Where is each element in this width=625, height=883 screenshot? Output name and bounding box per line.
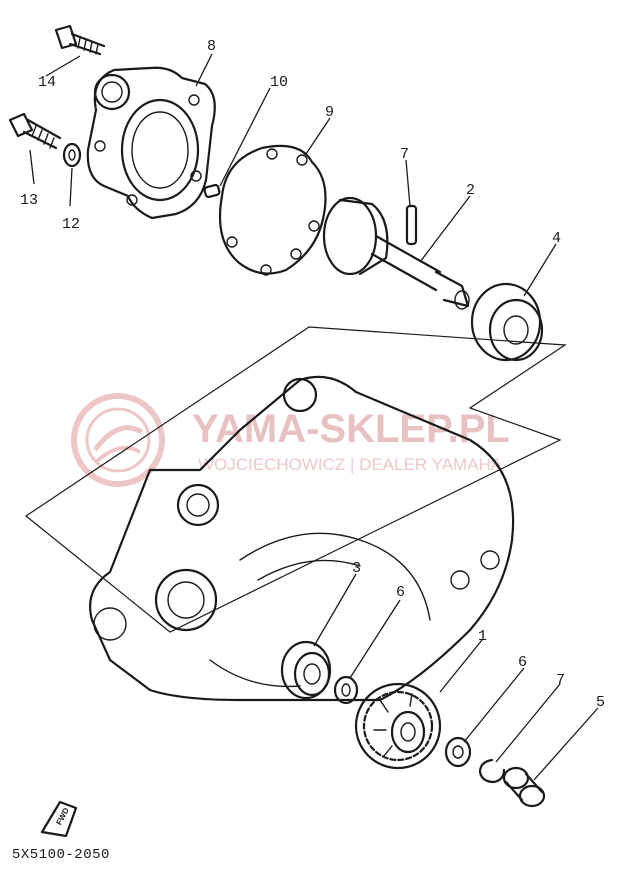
part-7-circlip [478,758,506,784]
part-5-collar [502,766,546,808]
callout-3: 3 [352,560,361,577]
part-6-washer-a [333,675,359,705]
callout-1: 1 [478,628,487,645]
part-12-washer [62,142,82,168]
callout-14: 14 [38,74,56,91]
part-code: 5X5100-2050 [12,847,110,863]
callout-13: 13 [20,192,38,209]
part-4-bearing [470,282,544,362]
part-8-pin [405,204,418,246]
callout-2: 2 [466,182,475,199]
part-13-bolt [8,112,62,150]
watermark-logo-icon [71,393,165,487]
part-6-washer-b [444,736,472,768]
crankcase [89,375,515,702]
watermark-subtitle: WOJCIECHOWICZ | DEALER YAMAHA [198,455,503,474]
part-10-gasket [218,144,327,276]
callout-8: 7 [400,146,409,163]
callout-5: 5 [596,694,605,711]
leader-lines [29,53,599,781]
watermark-title: YAMA-SKLEP.PL [192,407,510,451]
callout-4: 4 [552,230,561,247]
part-14-bolt [54,24,106,56]
part-2-impeller-shaft [322,196,470,310]
part-9-pump-housing [86,66,216,220]
callout-6a: 6 [396,584,405,601]
callout-labels: 8 10 9 7 2 4 14 13 12 3 6 1 6 7 5 [20,38,605,711]
part-1-drive-gear [354,682,442,770]
callout-6b: 6 [518,654,527,671]
part-3-bearing [280,640,332,700]
callout-7: 7 [556,672,565,689]
watermark: YAMA-SKLEP.PL WOJCIECHOWICZ | DEALER YAM… [71,393,510,487]
callout-9: 8 [207,38,216,55]
callout-11: 10 [270,74,288,91]
callout-10: 9 [325,104,334,121]
part-11-dowel-pin [203,183,221,199]
callout-12: 12 [62,216,80,233]
assembly-plane-outline [24,326,567,633]
fwd-indicator: FWD [40,800,78,838]
fwd-arrow-icon [40,800,78,838]
